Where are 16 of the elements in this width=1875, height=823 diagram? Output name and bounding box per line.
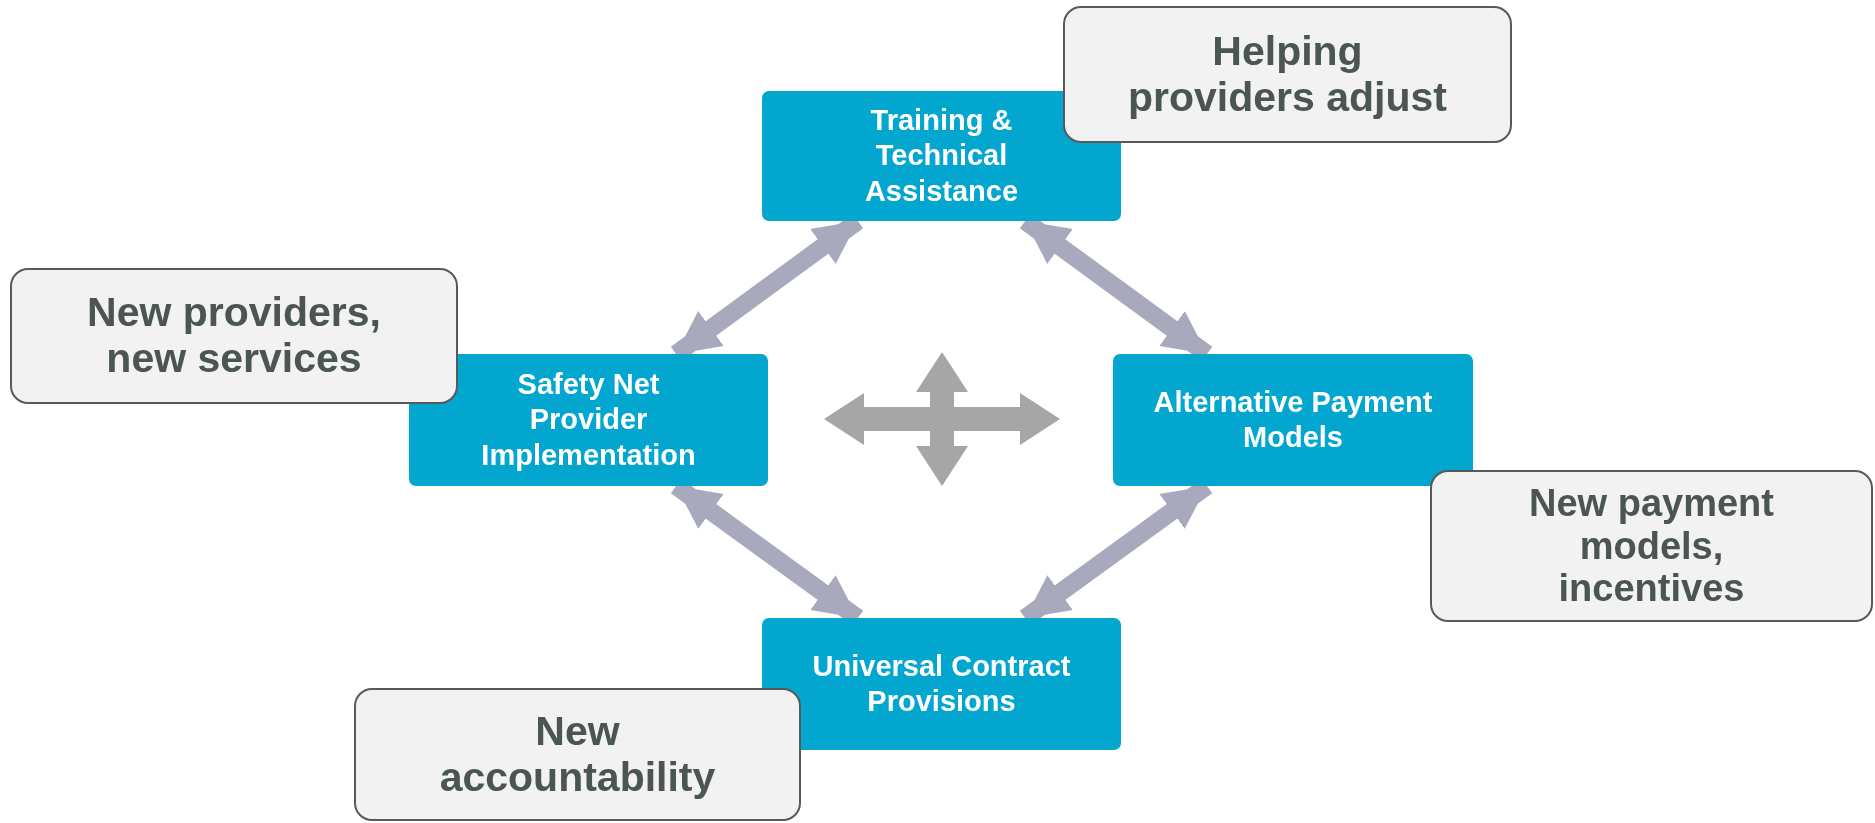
box-label: Universal Contract Provisions [811,648,1072,719]
callout-text: New accountability [438,708,717,801]
callout-box [1430,470,1873,622]
process-box [762,91,1121,221]
box-label: Safety Net Provider Implementation [481,366,696,473]
callout-box [1063,6,1512,143]
process-box [1113,354,1473,486]
process-box [409,354,768,486]
callout-text: Helping providers adjust [1127,28,1448,121]
box-label: Alternative Payment Models [1153,384,1433,455]
callout-text: New providers, new services [86,290,382,382]
box-label: Training & Technical Assistance [863,102,1020,209]
process-box [762,618,1121,750]
callout-text: New payment models, incentives [1528,482,1775,610]
callout-box [10,268,458,404]
callout-box [354,688,801,821]
